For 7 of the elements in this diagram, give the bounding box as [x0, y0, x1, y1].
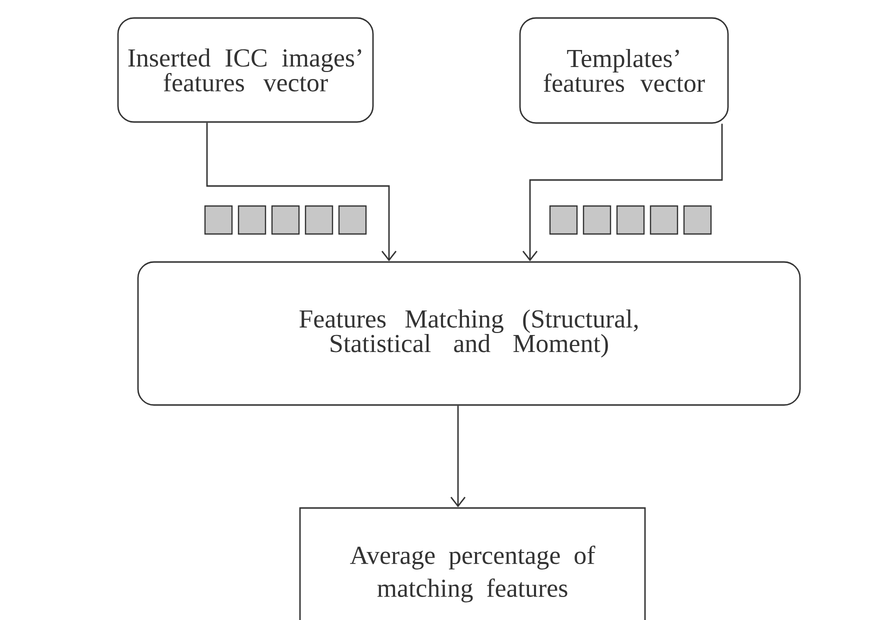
process-box: Templates’ features vector	[519, 17, 729, 124]
arrow	[522, 124, 723, 262]
arrow	[450, 406, 466, 508]
process-box: Average percentage of matching features	[299, 507, 646, 620]
arrow	[206, 122, 397, 262]
process-box: Inserted ICC images’ features vector	[117, 17, 374, 123]
process-box: Features Matching (Structural, Statistical and Moment)	[137, 261, 801, 406]
